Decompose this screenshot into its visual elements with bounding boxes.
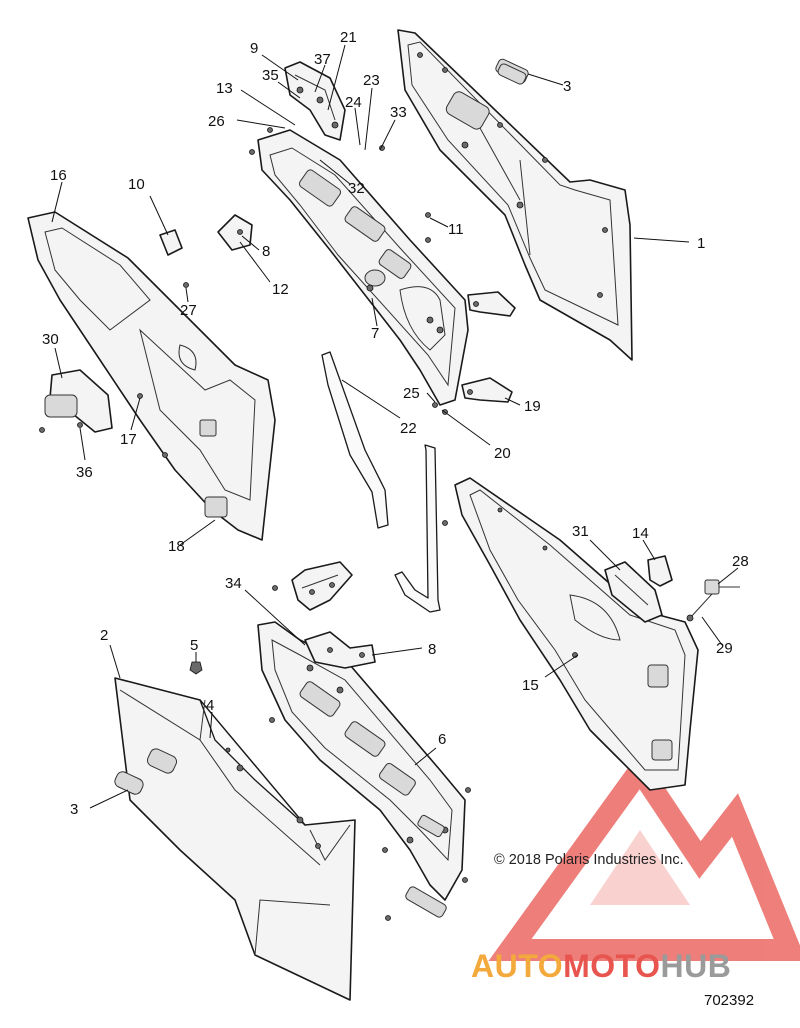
callout-3-upper: 3 <box>563 78 571 95</box>
callout-15: 15 <box>522 677 539 694</box>
part-3-upper-handle <box>497 63 527 85</box>
callout-9: 9 <box>250 40 258 57</box>
callout-23: 23 <box>363 72 380 89</box>
callout-21: 21 <box>340 29 357 46</box>
watermark-text: AUTOMOTOHUB <box>471 948 731 985</box>
part-10-latch <box>159 229 183 256</box>
diagram-reference-number: 702392 <box>704 992 755 1009</box>
part-22-lower-seal <box>394 444 441 613</box>
callout-27: 27 <box>180 302 197 319</box>
part-14-latch-bracket <box>647 555 673 587</box>
callout-30: 30 <box>42 331 59 348</box>
callout-13: 13 <box>216 80 233 97</box>
part-34-lower-hinge-assembly <box>291 561 353 611</box>
callout-34: 34 <box>225 575 242 592</box>
part-19-hinge-bracket <box>461 377 513 403</box>
part-16-inner-door-trim <box>27 211 276 541</box>
leader-lines <box>51 44 739 809</box>
callout-19: 19 <box>524 398 541 415</box>
watermark-logo <box>488 750 800 961</box>
part-5-fastener <box>189 661 203 675</box>
part-19b-hinge-bracket <box>467 291 516 317</box>
part-7-upper-door-frame <box>257 129 469 406</box>
callout-18: 18 <box>168 538 185 555</box>
callout-26: 26 <box>208 113 225 130</box>
callout-8-lower: 8 <box>428 641 436 658</box>
callout-22: 22 <box>400 420 417 437</box>
callout-32: 32 <box>348 180 365 197</box>
callout-3-lower: 3 <box>70 801 78 818</box>
callout-7: 7 <box>371 325 379 342</box>
part-8-upper-bracket <box>217 214 253 251</box>
callout-labels: 1 2 3 3 4 5 6 7 8 8 9 10 11 12 13 14 15 … <box>42 29 749 818</box>
callout-24: 24 <box>345 94 362 111</box>
callout-31: 31 <box>572 523 589 540</box>
part-9-upper-hinge-assembly <box>284 61 346 141</box>
callout-17: 17 <box>120 431 137 448</box>
callout-1: 1 <box>697 235 705 252</box>
part-28-strut <box>686 579 740 622</box>
callout-37: 37 <box>314 51 331 68</box>
callout-11: 11 <box>448 221 464 238</box>
callout-33: 33 <box>390 104 407 121</box>
callout-12: 12 <box>272 281 289 298</box>
part-30-pull-handle <box>39 369 113 433</box>
misc-fasteners <box>183 127 471 921</box>
part-31-interior-handle <box>604 561 663 623</box>
copyright-notice: © 2018 Polaris Industries Inc. <box>494 852 684 868</box>
part-22-upper-seal <box>321 351 389 529</box>
callout-29: 29 <box>716 640 733 657</box>
callout-36: 36 <box>76 464 93 481</box>
callout-8-upper: 8 <box>262 243 270 260</box>
callout-28: 28 <box>732 553 749 570</box>
watermark-text-hub: HUB <box>660 948 732 984</box>
part-2-lower-outer-door-panel <box>114 677 356 1001</box>
callout-4: 4 <box>206 697 214 714</box>
callout-25: 25 <box>403 385 420 402</box>
callout-14: 14 <box>632 525 649 542</box>
callout-10: 10 <box>128 176 145 193</box>
watermark-text-moto: MOTO <box>563 948 661 984</box>
part-15-lower-inner-trim <box>454 477 699 791</box>
callout-2: 2 <box>100 627 108 644</box>
callout-16: 16 <box>50 167 67 184</box>
callout-6: 6 <box>438 731 446 748</box>
part-8-lower-bracket <box>304 631 376 669</box>
part-6-lower-door-frame <box>257 621 466 918</box>
callout-20: 20 <box>494 445 511 462</box>
callout-5: 5 <box>190 637 198 654</box>
callout-35: 35 <box>262 67 279 84</box>
watermark-text-auto: AUTO <box>471 948 564 984</box>
